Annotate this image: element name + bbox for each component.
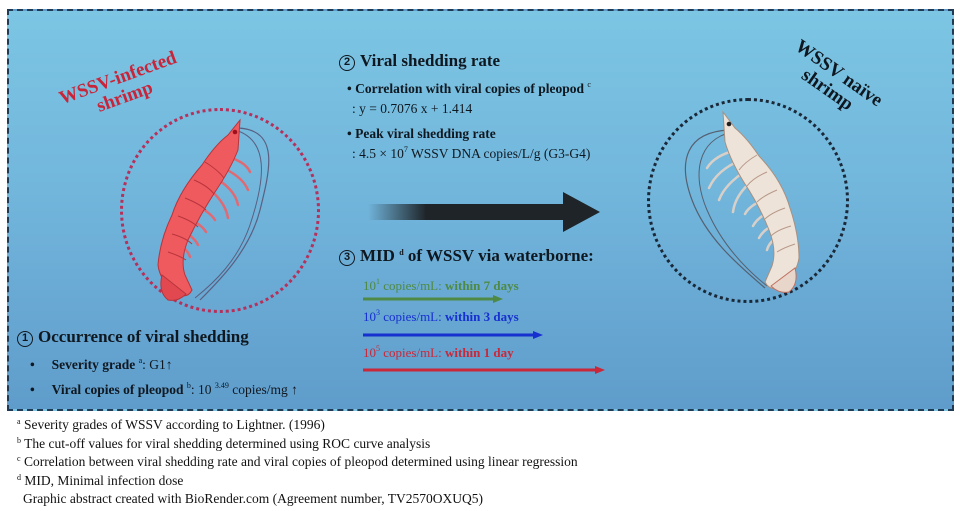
footnote-marker: c: [17, 454, 21, 463]
step-number-badge: 3: [339, 250, 355, 266]
dose-row-1: 101 copies/mL: within 7 days: [363, 278, 519, 294]
peak-rate-label: Peak viral shedding rate: [355, 126, 496, 141]
pleopod-suffix: copies/mg ↑: [228, 382, 298, 397]
shrimp-red-icon: [157, 118, 270, 301]
peak-rate-bullet: • Peak viral shedding rate: [347, 126, 496, 141]
peak-rate-value: : 4.5 × 107 WSSV DNA copies/L/g (G3-G4): [352, 146, 590, 162]
footnote-text: The cut-off values for viral shedding de…: [24, 435, 431, 451]
dose-time: within 7 days: [445, 278, 519, 293]
dose-row-2: 103 copies/mL: within 3 days: [363, 309, 519, 325]
step-number-badge: 1: [17, 331, 33, 347]
peak-rate-prefix: : 4.5 × 10: [352, 146, 404, 161]
occurrence-title: 1 Occurrence of viral shedding: [17, 327, 249, 347]
correlation-bullet: • Correlation with viral copies of pleop…: [347, 80, 591, 97]
viral-shedding-rate-title: 2 Viral shedding rate: [339, 51, 500, 71]
mid-title-suffix: of WSSV via waterborne:: [407, 246, 594, 265]
correlation-equation: : y = 0.7076 x + 1.414: [352, 101, 473, 116]
dose-time: within 3 days: [445, 309, 519, 324]
footnote-text: MID, Minimal infection dose: [24, 472, 184, 488]
mid-title: 3 MID d of WSSV via waterborne:: [339, 246, 594, 266]
correlation-label: Correlation with viral copies of pleopod: [355, 81, 584, 96]
arrow-red-icon: [363, 366, 605, 374]
dose-unit: copies/mL:: [380, 278, 445, 293]
footnote-ref: c: [587, 80, 591, 89]
severity-bullet: • Severity grade a: G1↑: [30, 356, 173, 373]
dose-unit: copies/mL:: [380, 309, 445, 324]
footnote-marker: d: [17, 472, 21, 482]
dose-row-3: 105 copies/mL: within 1 day: [363, 345, 514, 361]
dose-base: 10: [363, 345, 376, 360]
arrow-right-icon: [368, 192, 600, 232]
footnote-d: d MID, Minimal infection dose: [17, 472, 578, 491]
footnote-ref: a: [138, 356, 143, 365]
dose-base: 10: [363, 309, 376, 324]
dose-exponent: 1: [376, 277, 380, 286]
footnotes: a Severity grades of WSSV according to L…: [17, 416, 578, 509]
mid-title-prefix: MID: [360, 246, 395, 265]
pleopod-prefix: : 10: [190, 382, 212, 397]
footnote-marker: a: [17, 417, 21, 426]
step-number-badge: 2: [339, 55, 355, 71]
pleopod-copies-bullet: • Viral copies of pleopod b: 10 3.49 cop…: [30, 381, 298, 398]
dose-base: 10: [363, 278, 376, 293]
dose-exponent: 5: [376, 344, 380, 353]
peak-rate-suffix: WSSV DNA copies/L/g (G3-G4): [407, 146, 591, 161]
naive-shrimp-circle: [647, 98, 849, 303]
biorender-credit: Graphic abstract created with BioRender.…: [17, 490, 578, 509]
footnote-a: a Severity grades of WSSV according to L…: [17, 416, 578, 435]
footnote-text: Severity grades of WSSV according to Lig…: [23, 417, 325, 432]
severity-label: Severity grade: [51, 357, 136, 372]
pleopod-label: Viral copies of pleopod: [51, 382, 184, 397]
dose-time: within 1 day: [445, 345, 514, 360]
footnote-b: b The cut-off values for viral shedding …: [17, 435, 578, 454]
infected-shrimp-circle: [120, 108, 320, 313]
dose-unit: copies/mL:: [380, 345, 445, 360]
footnote-ref: b: [186, 381, 191, 390]
footnote-ref: d: [399, 248, 404, 257]
pleopod-exponent: 3.49: [214, 381, 229, 390]
dose-exponent: 3: [376, 308, 380, 317]
peak-rate-exponent: 7: [403, 145, 408, 154]
severity-value: : G1↑: [142, 357, 173, 372]
footnote-c: c Correlation between viral shedding rat…: [17, 453, 578, 472]
shrimp-white-icon: [684, 110, 800, 293]
credit-text: Graphic abstract created with BioRender.…: [23, 491, 483, 506]
footnote-text: Correlation between viral shedding rate …: [23, 454, 578, 469]
section-title-text: Occurrence of viral shedding: [38, 327, 249, 346]
footnote-marker: b: [17, 435, 21, 445]
section-title-text: Viral shedding rate: [360, 51, 501, 70]
arrow-green-icon: [363, 295, 503, 303]
arrow-blue-icon: [363, 331, 543, 339]
